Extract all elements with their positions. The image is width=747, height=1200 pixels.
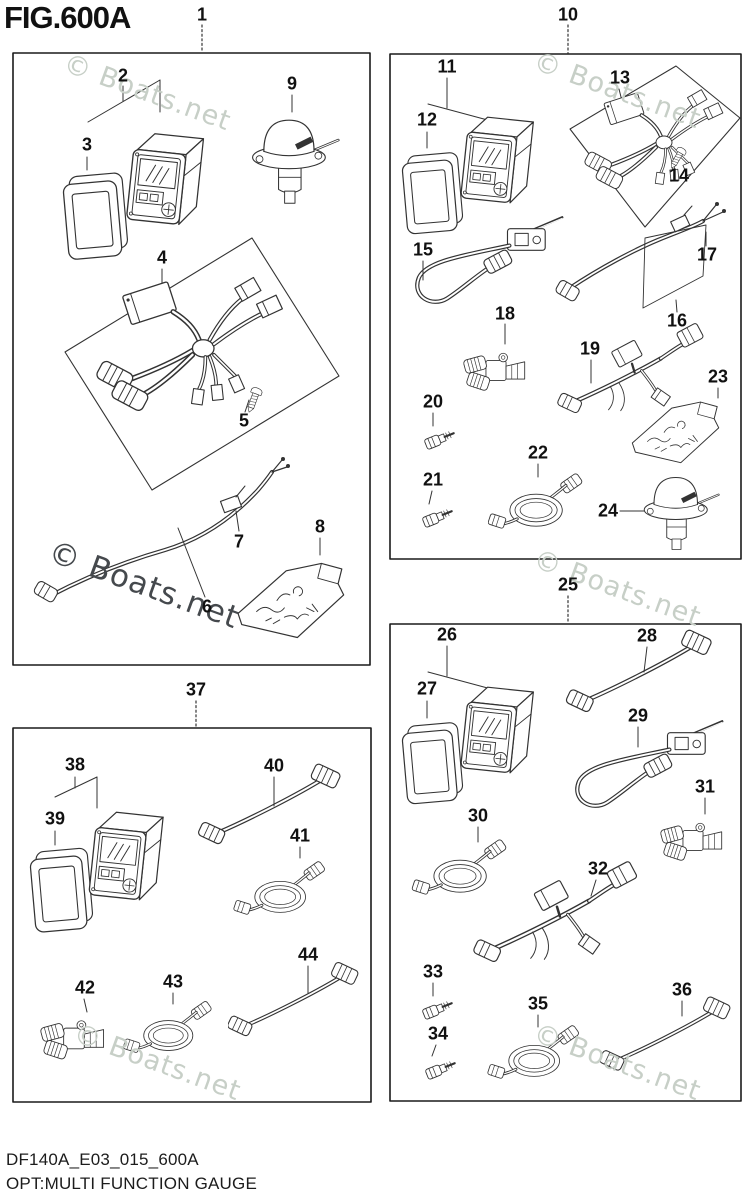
group-1-contents [33, 79, 345, 639]
callout-14: 14 [668, 165, 690, 186]
tee-fitting-drawing-31 [660, 822, 723, 862]
callout-24: 24 [597, 500, 619, 521]
group-box-25 [389, 623, 742, 1102]
callout-5: 5 [238, 410, 250, 431]
callout-23: 23 [707, 366, 729, 387]
callout-9: 9 [286, 73, 298, 94]
callout-43: 43 [162, 971, 184, 992]
callout-44: 44 [297, 944, 319, 965]
cable-drawing-44 [227, 961, 359, 1036]
buzzer-drawing-24 [643, 476, 720, 551]
buzzer-drawing-9 [251, 118, 340, 205]
gauge-drawing-26 [459, 684, 534, 776]
tee-fitting-drawing-18 [463, 352, 526, 392]
callout-19: 19 [579, 338, 601, 359]
callout-38: 38 [64, 754, 86, 775]
callout-17: 17 [696, 244, 718, 265]
callout-28: 28 [636, 625, 658, 646]
fitting-drawing-21 [421, 505, 455, 529]
callout-30: 30 [467, 805, 489, 826]
callout-11: 11 [437, 56, 457, 77]
callout-37: 37 [185, 679, 207, 700]
callout-25: 25 [557, 574, 579, 595]
callout-29: 29 [627, 705, 649, 726]
cable-drawing-6 [33, 457, 290, 603]
harness-drawing-19 [557, 323, 704, 414]
harness-outline [64, 237, 340, 491]
group-box-10 [389, 53, 742, 560]
callout-34: 34 [427, 1023, 449, 1044]
callout-32: 32 [587, 858, 609, 879]
callout-20: 20 [422, 391, 444, 412]
callout-22: 22 [527, 442, 549, 463]
callout-40: 40 [263, 755, 285, 776]
figure-title: FIG.600A [4, 0, 131, 35]
callout-31: 31 [694, 776, 716, 797]
bezel-drawing-12 [400, 151, 465, 235]
bezel-drawing-27 [400, 721, 465, 805]
bezel-drawing-3 [61, 171, 130, 261]
coil-cable-drawing-30 [409, 837, 509, 897]
callout-12: 12 [416, 109, 438, 130]
group-10-contents [400, 65, 741, 551]
footer-option-title: OPT:MULTI FUNCTION GAUGE [6, 1174, 257, 1193]
harness-drawing-32 [473, 861, 638, 963]
callout-42: 42 [74, 977, 96, 998]
callout-10: 10 [557, 4, 579, 25]
callout-33: 33 [422, 961, 444, 982]
group-box-37 [12, 727, 372, 1103]
group-37-contents [28, 763, 359, 1061]
callout-36: 36 [671, 979, 693, 1000]
bag-drawing-23 [631, 401, 720, 464]
callout-16: 16 [666, 310, 688, 331]
gauge-drawing-38 [88, 809, 164, 903]
coil-cable-drawing-22 [488, 471, 585, 531]
fitting-drawing-34 [424, 1057, 458, 1081]
group-box-1 [12, 52, 371, 666]
callout-21: 21 [422, 469, 444, 490]
group-25-contents [400, 629, 731, 1081]
callout-6: 6 [201, 596, 213, 617]
callout-1: 1 [196, 4, 208, 25]
footer-part-code: DF140A_E03_015_600A [6, 1150, 199, 1169]
coil-cable-drawing-41 [232, 859, 328, 917]
callout-3: 3 [81, 134, 93, 155]
gauge-drawing-2 [125, 130, 205, 227]
callout-7: 7 [233, 531, 245, 552]
callout-15: 15 [412, 239, 434, 260]
callout-2: 2 [117, 65, 129, 86]
bezel-drawing-39 [28, 847, 95, 934]
gauge-drawing-11 [459, 114, 534, 206]
callout-18: 18 [494, 303, 516, 324]
bag-drawing-8 [237, 562, 345, 639]
fitting-drawing-20 [423, 427, 457, 451]
fitting-drawing-33 [421, 997, 455, 1021]
callout-27: 27 [416, 678, 438, 699]
callout-4: 4 [156, 247, 168, 268]
callout-8: 8 [314, 516, 326, 537]
cable-drawing-16 [555, 202, 726, 313]
callout-26: 26 [436, 624, 458, 645]
callout-13: 13 [609, 67, 631, 88]
callout-41: 41 [289, 825, 311, 846]
callout-35: 35 [527, 993, 549, 1014]
callout-39: 39 [44, 808, 66, 829]
